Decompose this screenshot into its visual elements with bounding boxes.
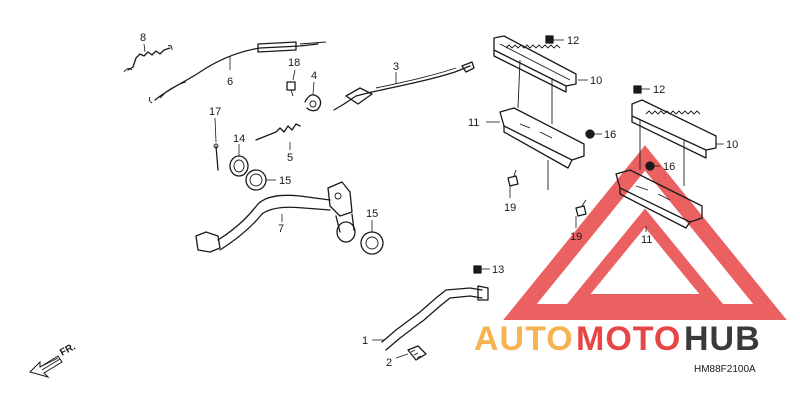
part-pin-17 [213,143,219,171]
part-bolt-19b [575,199,587,217]
part-label-1: 1 [362,335,368,347]
part-label-3: 3 [393,61,399,73]
watermark-brand: AUTO MOTO HUB [474,320,761,358]
part-label-8: 8 [140,32,146,44]
part-bolt-18 [286,81,296,97]
part-seal-14 [229,155,249,177]
watermark-brand-part2: MOTO [576,320,681,358]
part-bracket-11b [615,120,703,229]
part-seal-15a [245,169,267,191]
part-label-19b: 19 [570,231,582,243]
watermark-brand-part3: HUB [684,320,761,358]
part-label-2: 2 [386,357,392,369]
part-cable-6 [148,41,327,104]
part-label-14: 14 [233,133,245,145]
part-label-18: 18 [288,57,300,69]
part-shift-lever-1 [381,285,489,361]
part-label-7: 7 [278,223,284,235]
part-bracket-11a [499,59,585,190]
part-label-4: 4 [311,70,317,82]
part-seal-15b [360,231,384,255]
part-cable-3 [333,61,475,111]
part-bolt-12a [545,35,554,44]
part-label-10b: 10 [726,139,738,151]
part-label-16b: 16 [663,161,675,173]
part-footpeg-10a [493,35,577,93]
diagram-code: HM88F2100A [694,364,756,375]
part-nut-16b [645,161,655,171]
front-direction-label: FR. [58,341,78,358]
part-label-19a: 19 [504,202,516,214]
part-label-11b: 11 [641,234,652,246]
part-label-16a: 16 [604,129,616,141]
part-label-12a: 12 [567,35,579,47]
watermark-logo-triangle [503,145,787,320]
part-footpeg-10b [631,99,717,159]
part-spring-5 [255,123,301,141]
part-nut-16a [585,129,595,139]
part-label-11a: 11 [468,117,479,129]
part-clip-4 [304,94,322,112]
part-label-10a: 10 [590,75,602,87]
front-direction-arrow: FR. [29,341,78,378]
part-brake-pedal-7 [195,181,356,253]
part-label-15b: 15 [366,208,378,220]
part-bolt-13 [473,265,482,274]
part-bolt-12b [633,85,642,94]
watermark-brand-part1: AUTO [474,320,574,358]
part-label-6: 6 [227,76,233,88]
part-label-12b: 12 [653,84,665,96]
part-spring-8 [123,45,173,73]
part-label-13: 13 [492,264,504,276]
part-label-5: 5 [287,152,293,164]
part-label-15a: 15 [279,175,291,187]
part-bolt-19a [507,169,519,187]
part-label-17: 17 [209,106,221,118]
